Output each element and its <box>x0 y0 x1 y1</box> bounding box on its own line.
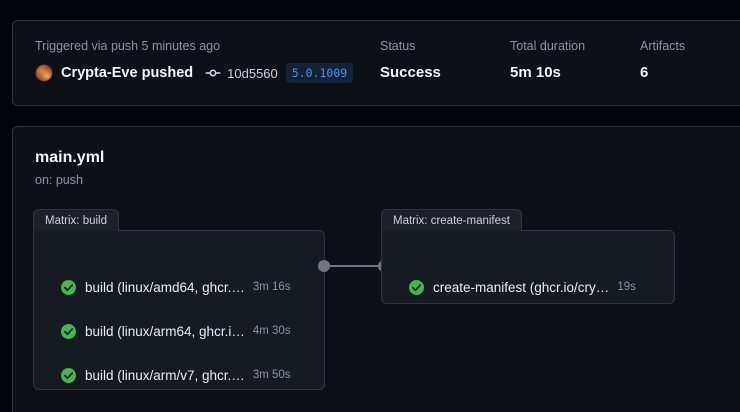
artifacts-value[interactable]: 6 <box>640 64 649 81</box>
job-label[interactable]: build (linux/arm/v7, ghcr.… <box>85 367 245 383</box>
success-check-icon <box>409 279 424 295</box>
actor-name[interactable]: Crypta-Eve pushed <box>61 65 194 81</box>
trigger-label: Triggered via push 5 minutes ago <box>35 39 221 53</box>
success-check-icon <box>61 367 76 383</box>
job-label[interactable]: build (linux/amd64, ghcr.… <box>85 279 245 295</box>
artifacts-column: Artifacts 6 <box>640 38 740 83</box>
job-row[interactable]: build (linux/arm/v7, ghcr.… 3m 50s <box>61 364 291 386</box>
job-row[interactable]: build (linux/arm64, ghcr.i… 4m 30s <box>61 320 291 342</box>
job-label[interactable]: build (linux/arm64, ghcr.i… <box>85 323 245 339</box>
matrix-tab-build[interactable]: Matrix: build <box>33 209 119 231</box>
run-summary-grid: Triggered via push 5 minutes ago Crypta-… <box>35 38 740 83</box>
success-check-icon <box>61 279 76 295</box>
duration-value: 5m 10s <box>510 64 561 81</box>
job-list-build: build (linux/amd64, ghcr.… 3m 16s build … <box>34 231 324 389</box>
trigger-column: Triggered via push 5 minutes ago Crypta-… <box>35 38 380 83</box>
job-duration: 19s <box>617 281 636 293</box>
job-row[interactable]: build (linux/amd64, ghcr.… 3m 16s <box>61 276 291 298</box>
commit-icon <box>205 69 221 77</box>
job-duration: 4m 30s <box>252 325 291 337</box>
workflow-trigger-subtitle: on: push <box>35 173 83 187</box>
run-summary-card: Triggered via push 5 minutes ago Crypta-… <box>12 20 740 106</box>
duration-label: Total duration <box>510 39 586 53</box>
job-row[interactable]: create-manifest (ghcr.io/cry… 19s <box>409 276 636 298</box>
duration-column: Total duration 5m 10s <box>510 38 640 83</box>
matrix-group-create-manifest: Matrix: create-manifest create-manifest … <box>381 209 675 304</box>
job-label[interactable]: create-manifest (ghcr.io/cry… <box>433 279 610 295</box>
job-duration: 3m 16s <box>252 281 291 293</box>
matrix-tab-create-manifest[interactable]: Matrix: create-manifest <box>381 209 522 231</box>
commit-sha[interactable]: 10d5560 <box>227 65 278 81</box>
avatar[interactable] <box>35 64 53 82</box>
status-label: Status <box>380 39 416 53</box>
success-check-icon <box>61 323 76 339</box>
job-duration: 3m 50s <box>252 369 291 381</box>
status-value: Success <box>380 64 441 81</box>
actor-line: Crypta-Eve pushed 10d5560 5.0.1009 <box>35 63 380 83</box>
matrix-group-build: Matrix: build build (linux/amd64, ghcr.…… <box>33 209 325 390</box>
artifacts-label: Artifacts <box>640 39 686 53</box>
matrix-body-create-manifest: create-manifest (ghcr.io/cry… 19s <box>381 230 675 304</box>
connector-dot-source <box>318 260 330 272</box>
graph-connector <box>318 258 390 274</box>
job-list-create-manifest: create-manifest (ghcr.io/cry… 19s <box>382 231 674 303</box>
matrix-body-build: build (linux/amd64, ghcr.… 3m 16s build … <box>33 230 325 390</box>
tag-badge[interactable]: 5.0.1009 <box>285 63 354 83</box>
connector-line <box>325 265 383 267</box>
status-column: Status Success <box>380 38 510 83</box>
workflow-title: main.yml <box>35 149 105 166</box>
